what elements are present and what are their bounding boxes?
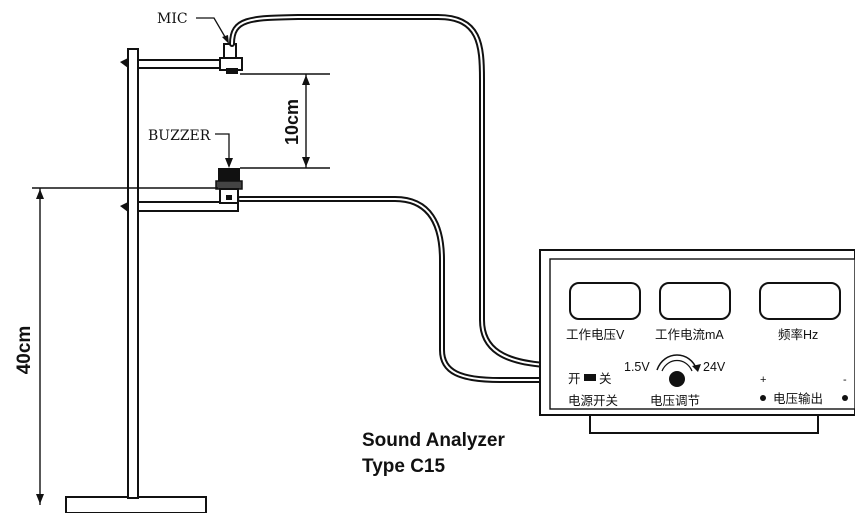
lower-arm-clamp bbox=[120, 202, 128, 212]
label-40cm: 40cm bbox=[14, 326, 35, 375]
voltage-adjust-label: 电压调节 bbox=[650, 394, 700, 408]
device-name: Sound Analyzer bbox=[362, 430, 505, 451]
switch-on-label: 开 bbox=[568, 372, 581, 386]
microphone bbox=[219, 43, 243, 74]
label-10cm: 10cm bbox=[282, 99, 302, 145]
mic-cable bbox=[229, 14, 548, 368]
voltage-output-label: 电压输出 bbox=[773, 391, 823, 406]
arrow-40cm-top bbox=[36, 189, 44, 199]
display-voltage-label: 工作电压V bbox=[566, 328, 625, 342]
display-frequency-label: 频率Hz bbox=[778, 327, 818, 342]
buzzer-leader bbox=[215, 133, 230, 164]
buzzer-cable bbox=[237, 196, 548, 383]
label-mic: MIC bbox=[157, 11, 188, 27]
power-switch-label: 电源开关 bbox=[568, 394, 618, 408]
arrow-10cm-bottom bbox=[302, 157, 310, 167]
upper-arm-clamp bbox=[120, 58, 128, 68]
knob-arc bbox=[656, 354, 698, 371]
terminal-minus[interactable] bbox=[842, 395, 848, 401]
display-current bbox=[659, 282, 731, 320]
dimension-40cm bbox=[32, 187, 218, 505]
knob-max-label: 24V bbox=[703, 360, 726, 374]
switch-off-label: 关 bbox=[599, 372, 612, 386]
display-voltage bbox=[569, 282, 641, 320]
lower-arm bbox=[137, 201, 239, 212]
buzzer-leader-arrow bbox=[225, 158, 233, 168]
device-type: Type C15 bbox=[362, 456, 446, 477]
power-switch-toggle[interactable] bbox=[584, 374, 596, 381]
label-buzzer: BUZZER bbox=[148, 128, 211, 144]
stand-base bbox=[65, 496, 207, 514]
dimension-10cm bbox=[240, 73, 330, 169]
knob-min-label: 1.5V bbox=[624, 360, 650, 374]
buzzer bbox=[215, 168, 243, 204]
knob-arc-inner bbox=[661, 359, 693, 372]
sound-analyzer: 工作电压V 工作电流mA 频率Hz 开 关 电源开关 1.5V 24V 电压调节… bbox=[539, 249, 855, 434]
display-frequency bbox=[759, 282, 841, 320]
arrow-40cm-bottom bbox=[36, 494, 44, 504]
stand-rod bbox=[127, 48, 139, 499]
terminal-plus[interactable] bbox=[760, 395, 766, 401]
analyzer-foot bbox=[589, 414, 819, 434]
arrow-10cm-top bbox=[302, 75, 310, 85]
mic-leader bbox=[196, 17, 229, 43]
voltage-knob[interactable] bbox=[669, 371, 685, 387]
terminal-plus-label: + bbox=[760, 374, 766, 386]
display-current-label: 工作电流mA bbox=[655, 328, 724, 342]
terminal-minus-label: - bbox=[843, 374, 847, 386]
mic-leader-arrow bbox=[222, 35, 229, 44]
knob-arc-arrow bbox=[692, 364, 701, 372]
